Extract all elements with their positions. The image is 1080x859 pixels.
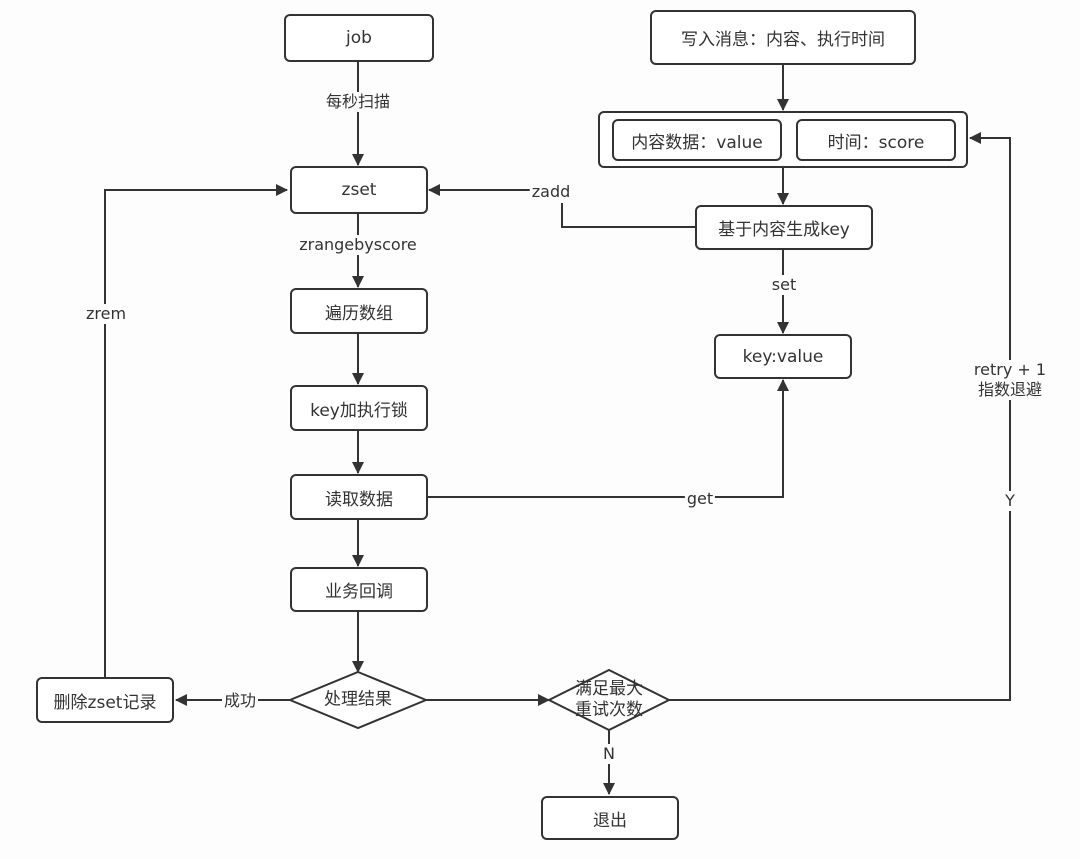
node-zset: zset	[290, 166, 428, 214]
decision-maxretry-line1: 满足最大	[575, 679, 643, 699]
node-business-callback: 业务回调	[290, 567, 428, 612]
node-read-data: 读取数据	[290, 474, 428, 520]
node-generate-key: 基于内容生成key	[695, 205, 873, 250]
decision-maxretry-line2: 重试次数	[575, 700, 643, 720]
node-delete-zset-record: 删除zset记录	[36, 677, 174, 723]
edge-delete-zset	[104, 184, 288, 677]
edge-label-scan: 每秒扫描	[323, 92, 393, 112]
node-exit: 退出	[541, 796, 679, 840]
edge-label-backoff-line2: 指数退避	[977, 380, 1042, 399]
edge-label-zrangebyscore: zrangebyscore	[297, 235, 419, 255]
edge-read-keyvalue	[428, 379, 789, 498]
node-job: job	[284, 14, 434, 62]
node-content-value: 内容数据：value	[612, 119, 782, 161]
decision-result-label: 处理结果	[324, 689, 392, 710]
node-job-label: job	[346, 28, 372, 48]
node-write-message-label: 写入消息：内容、执行时间	[681, 30, 885, 50]
edge-label-backoff-line1: retry + 1	[973, 360, 1047, 379]
node-key-lock-label: key加执行锁	[310, 400, 408, 421]
node-delete-zset-record-label: 删除zset记录	[53, 692, 157, 713]
node-content-value-label: 内容数据：value	[631, 132, 763, 153]
node-key-value-label: key:value	[742, 346, 824, 367]
node-traverse-array: 遍历数组	[290, 288, 428, 334]
edge-label-no: N	[601, 744, 617, 764]
node-business-callback-label: 业务回调	[325, 582, 393, 602]
node-time-score: 时间：score	[796, 119, 956, 161]
node-write-message: 写入消息：内容、执行时间	[650, 10, 916, 65]
edge-label-backoff: retry + 1 指数退避	[971, 360, 1049, 400]
decision-result-shape	[287, 670, 429, 730]
edge-label-success: 成功	[221, 691, 259, 711]
node-traverse-array-label: 遍历数组	[325, 303, 393, 324]
edge-maxretry-group	[669, 132, 1011, 701]
edge-label-get: get	[684, 489, 716, 509]
node-time-score-label: 时间：score	[827, 132, 925, 153]
edge-label-zrem: zrem	[83, 304, 129, 324]
edge-label-zadd: zadd	[529, 182, 573, 202]
node-read-data-label: 读取数据	[325, 489, 393, 510]
node-key-value: key:value	[714, 334, 852, 379]
node-zset-label: zset	[341, 180, 377, 200]
decision-maxretry-label: 满足最大 重试次数	[575, 679, 643, 721]
node-exit-label: 退出	[593, 810, 627, 831]
edge-label-yes: Y	[1003, 491, 1017, 511]
node-key-lock: key加执行锁	[290, 385, 428, 431]
decision-maxretry-shape	[546, 668, 672, 732]
edge-label-set: set	[769, 275, 799, 295]
node-generate-key-label: 基于内容生成key	[718, 220, 850, 240]
edge-genkey-zset	[561, 203, 696, 228]
